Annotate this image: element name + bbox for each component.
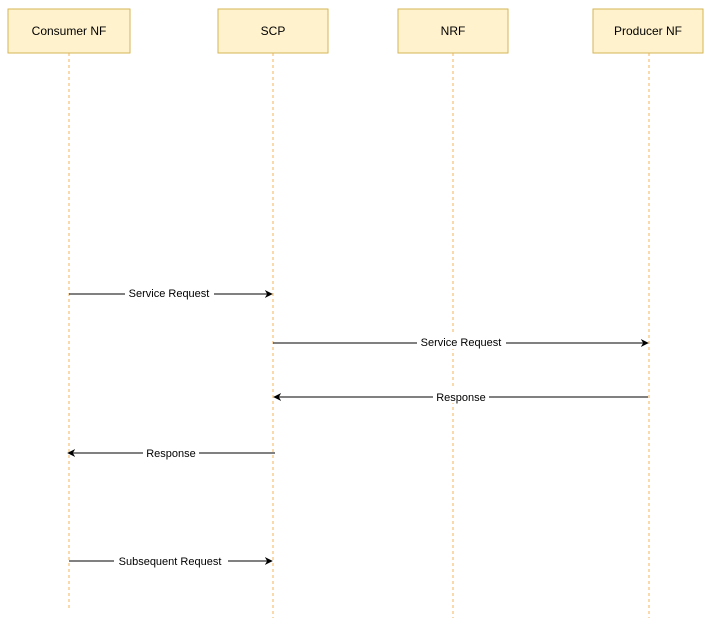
label-background — [114, 553, 228, 567]
message-label: Service Request — [421, 337, 502, 349]
message-label: Service Request — [129, 288, 210, 300]
label-background — [125, 286, 214, 300]
message-label: Response — [146, 448, 196, 460]
participant-label: SCP — [261, 24, 286, 38]
label-background — [433, 389, 489, 403]
participant-consumer-nf[interactable]: Consumer NF — [7, 8, 131, 54]
participant-label: NRF — [441, 24, 466, 38]
message-subsequent-request-consumer-to-scp[interactable]: Subsequent Request — [69, 553, 273, 568]
participant-nrf[interactable]: NRF — [397, 8, 509, 54]
message-response-producer-to-scp[interactable]: Response — [273, 389, 648, 404]
message-response-scp-to-consumer[interactable]: Response — [67, 445, 275, 460]
participant-producer-nf[interactable]: Producer NF — [592, 8, 704, 54]
message-service-request-scp-to-producer[interactable]: Service Request — [273, 335, 649, 349]
participant-scp[interactable]: SCP — [217, 8, 329, 54]
participant-label: Consumer NF — [32, 24, 107, 38]
label-background — [143, 445, 199, 459]
participant-label: Producer NF — [614, 24, 682, 38]
message-label: Response — [436, 392, 486, 404]
message-service-request-consumer-to-scp[interactable]: Service Request — [69, 286, 273, 300]
message-label: Subsequent Request — [119, 556, 222, 568]
label-background — [417, 335, 506, 349]
